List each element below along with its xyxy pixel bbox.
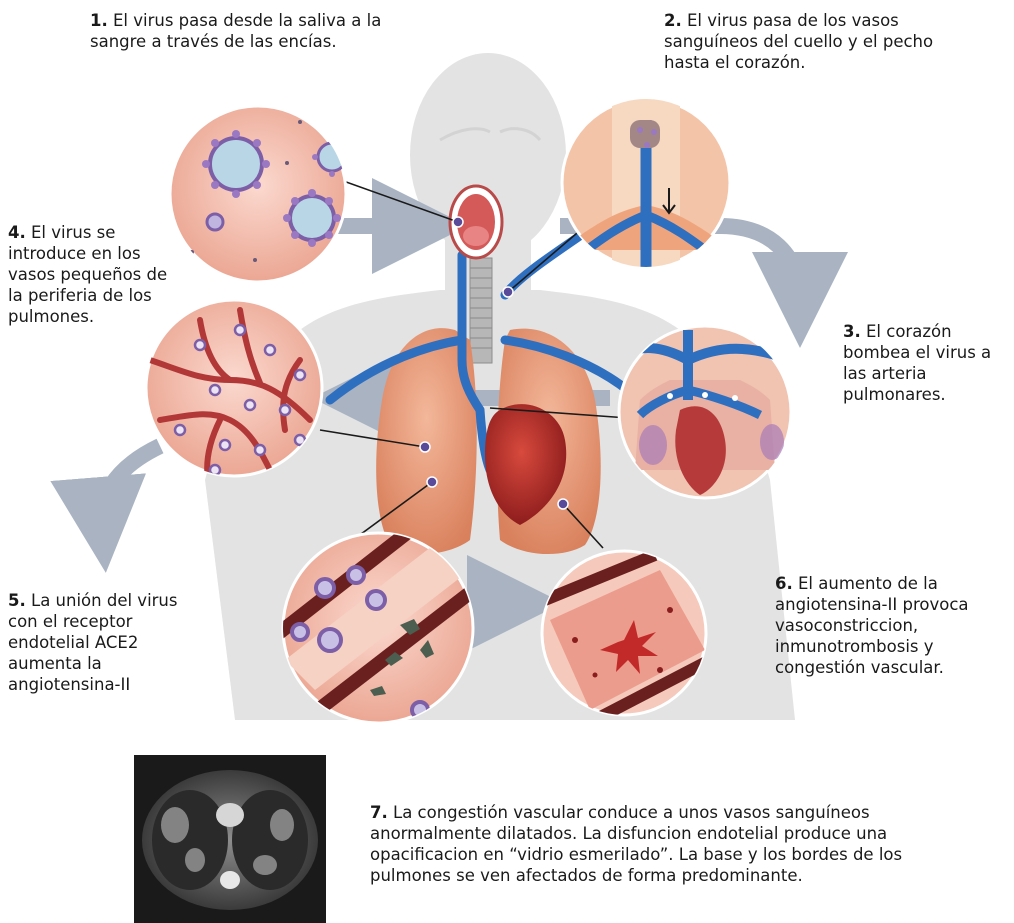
- step-2-caption: 2. El virus pasa de los vasos sanguíneos…: [664, 10, 964, 73]
- circle-2-neck-vessels: [560, 99, 732, 279]
- circle-3-heart-pumping: [619, 326, 791, 498]
- circle-1-saliva-virus: [170, 106, 352, 282]
- step-5-caption: 5. La unión del virus con el receptor en…: [8, 590, 188, 695]
- ct-scan-image: [134, 755, 326, 923]
- step-1-caption: 1. El virus pasa desde la saliva a la sa…: [90, 10, 390, 52]
- virus-icon: [202, 130, 270, 198]
- step-6-caption: 6. El aumento de la angiotensina-II prov…: [775, 573, 1011, 678]
- step-3-caption: 3. El corazón bombea el virus a las arte…: [843, 321, 1003, 405]
- step-7-caption: 7. La congestión vascular conduce a unos…: [370, 802, 985, 886]
- trachea: [470, 258, 492, 363]
- step-4-caption: 4. El virus se introduce en los vasos pe…: [8, 222, 173, 327]
